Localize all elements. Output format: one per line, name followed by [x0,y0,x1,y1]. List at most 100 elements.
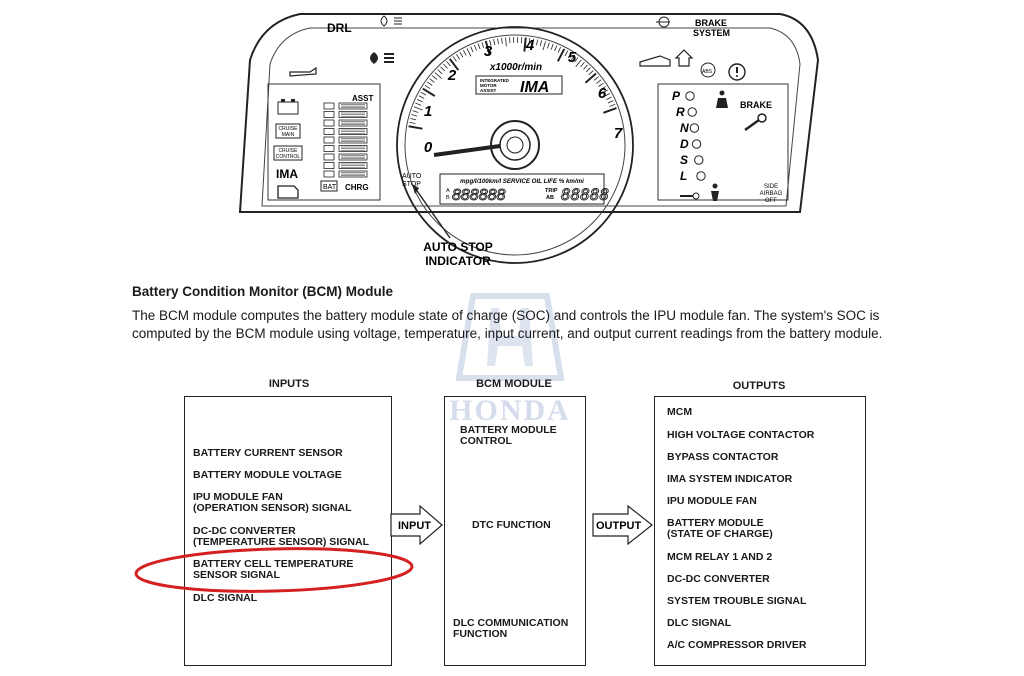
tach-tick [427,81,433,86]
gear-letter-R: R [676,105,685,119]
output-arrow [592,504,653,546]
ima-badge: IMA [520,79,549,96]
input-item: DC-DC CONVERTER(TEMPERATURE SENSOR) SIGN… [193,525,369,548]
battery-icon [277,99,299,115]
gear-indicator-light [687,107,697,117]
tach-number-3: 3 [484,43,493,60]
auto-stop-callout-line [414,187,451,239]
honda-watermark: HONDA [449,293,569,427]
tach-tick [574,57,579,63]
maintenance-wrench-icon [744,113,767,132]
tach-tick [459,51,464,58]
asst-label: ASST [352,94,373,103]
tach-tick [523,37,527,52]
gauge-segment-right [338,145,368,152]
gauge-segment-left [323,111,335,118]
chrg-label: CHRG [345,183,369,192]
tach-tick [408,125,423,130]
tach-number-5: 5 [568,49,577,66]
input-item: BATTERY CURRENT SENSOR [193,447,343,459]
tach-tick [606,96,612,100]
tach-tick [493,39,496,46]
tach-tick [557,46,562,53]
tach-tick [440,66,445,72]
tach-number-2: 2 [447,67,457,84]
tach-tick [547,42,550,49]
section-heading: Battery Condition Monitor (BCM) Module [132,284,393,299]
gauge-segment-right [338,153,368,161]
gear-indicator-light [691,139,702,149]
tach-tick [429,78,435,83]
gauge-segment-left [323,102,335,110]
gauge-segment-right [338,162,368,169]
tach-tick [575,59,582,68]
ima-indicator-label: IMA [276,167,298,181]
gauge-segment-left [323,153,335,161]
tach-tick [501,37,503,44]
tach-tick [554,45,558,52]
tach-tick [598,82,604,87]
gauge-segment-left [323,119,335,127]
input-arrow [390,504,443,546]
gear-indicator-light [694,155,704,165]
tach-number-7: 7 [614,125,623,142]
tach-tick [588,70,594,75]
output-item: DC-DC CONVERTER [667,573,770,585]
tach-tick [602,107,617,114]
gear-letter-L: L [680,169,687,183]
cluster-bezel [261,27,801,207]
tach-tick [564,50,569,57]
immobilizer-key-icon [680,192,700,200]
tach-tick [550,43,554,50]
tpms-icon [728,63,746,81]
tach-tick [481,42,485,49]
tach-tick [466,48,472,57]
lcd-trip-meter: 88888 [561,185,609,204]
tach-tick [489,39,492,46]
tach-tick [532,38,535,45]
headlight-icon [370,52,394,64]
section-description: The BCM module computes the battery modu… [132,308,883,341]
parking-light-icon [656,16,670,28]
tach-tick [412,110,419,113]
gear-letter-P: P [672,89,681,103]
brake-system-label: BRAKE SYSTEM [693,18,730,38]
svg-text:ABS: ABS [702,69,713,75]
right-indicator-panel [657,83,789,201]
output-item: HIGH VOLTAGE CONTACTOR [667,429,815,441]
tach-tick [456,54,460,60]
tach-tick [600,86,606,90]
gear-letter-D: D [680,137,689,151]
tach-tick [470,46,474,53]
abs-icon: ABS [700,62,716,78]
tach-tick [604,92,611,97]
input-arrow-label: INPUT [398,520,431,532]
input-item: IPU MODULE FAN(OPERATION SENSOR) SIGNAL [193,491,352,514]
tach-tick [580,62,585,68]
gauge-segment-left [323,162,335,169]
inputs-title: INPUTS [268,378,310,390]
output-item: IPU MODULE FAN [667,495,757,507]
tach-hub [490,120,540,170]
tach-tick [410,117,417,121]
tach-tick [539,40,543,47]
tach-tick [583,64,588,70]
lcd-odometer: 888888 [452,187,505,204]
ima-badge-box [475,75,563,95]
seatbelt-reminder-icon [716,90,728,108]
gauge-segment-left [323,170,335,178]
input-item: DLC SIGNAL [193,592,258,604]
gear-indicator-light [689,123,700,133]
gauge-segment-right [338,170,368,178]
tach-needle [433,144,501,157]
brake-label: BRAKE [740,100,772,110]
high-beam-icon [380,15,402,27]
tach-tick [420,91,427,96]
tach-tick [484,40,491,55]
